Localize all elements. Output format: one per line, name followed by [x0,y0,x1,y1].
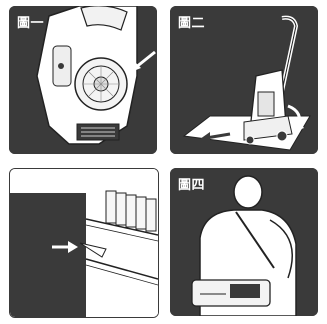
figure-4-panel: 圖四 [170,168,318,316]
figure-1-panel: 圖一 [9,6,157,154]
figure-1-label: 圖一 [17,12,44,31]
figure-2-panel: 圖二 [170,6,318,154]
figure-3-label: 圖三 [18,175,45,194]
figure-2-label: 圖二 [178,12,205,31]
figure-3-panel: 圖三 [9,168,159,318]
figure-4-label: 圖四 [178,174,205,193]
